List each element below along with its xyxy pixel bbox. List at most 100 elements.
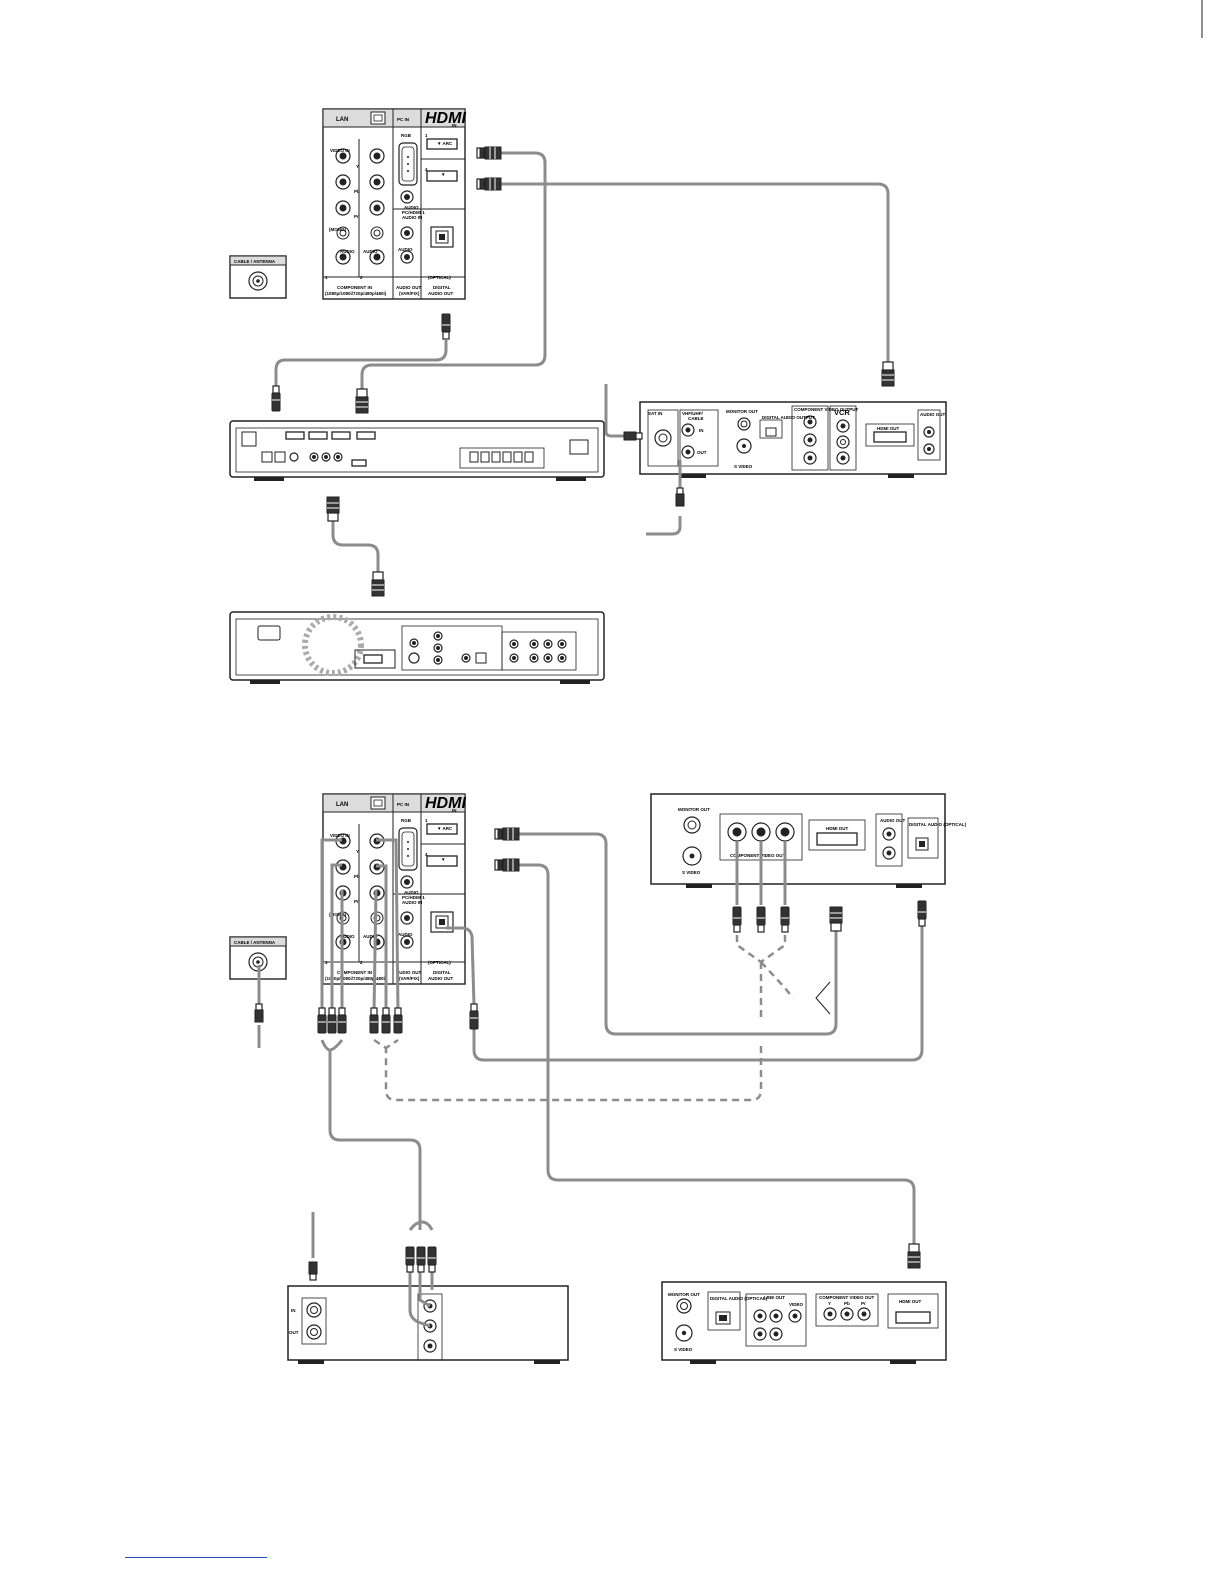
hdmi-in-label-b: IN <box>452 808 457 813</box>
y-label: Y <box>356 164 359 169</box>
tv-panel-top: LAN PC IN HDMI IN RGB ▼ ARC ▼ 1 4 VIDEO … <box>322 108 466 300</box>
cable-antenna-top: CABLE / ANTENNA <box>229 255 287 299</box>
pr-label: Pr <box>354 214 359 219</box>
sat-in-label: SAT IN <box>648 411 662 416</box>
audio-label-1: AUDIO <box>340 249 355 254</box>
audio-out-label: AUDIO OUT <box>396 285 422 290</box>
component-res-label-b: (1080p/1080i/720p/480p/480i) <box>325 976 387 981</box>
pr-label-b: Pr <box>354 899 359 904</box>
pb-label: Pb <box>354 189 360 194</box>
bottom-cables <box>257 832 924 1328</box>
audio-label-2: AUDIO <box>363 249 378 254</box>
src-audio-out-label: AUDIO OUT <box>880 818 906 823</box>
audio-out-l-label: AUDIO <box>398 247 413 252</box>
hdmi-logo: HDMI <box>425 110 466 127</box>
hdmi-out-label: HDMI OUT <box>877 426 899 431</box>
source-box: MONITOR OUT S VIDEO COMPONENT VIDEO OUT … <box>650 793 967 888</box>
component-in-label-b: COMPONENT IN <box>337 970 372 975</box>
plr-digital-label: DIGITAL AUDIO (OPTICAL) <box>710 1296 768 1301</box>
av-receiver <box>229 420 605 481</box>
audio-label-1-b: AUDIO <box>340 934 355 939</box>
video-in-label-b: VIDEO IN <box>330 833 350 838</box>
optical-label-b: (OPTICAL) <box>428 960 451 965</box>
plr-y-label: Y <box>828 1301 831 1306</box>
monitor-out-label: MONITOR OUT <box>726 409 758 414</box>
y-label-b: Y <box>356 849 359 854</box>
arc-label: ▼ ARC <box>437 141 453 146</box>
comp-2-label: 2 <box>360 275 363 280</box>
tv-panel-bottom: LAN PC IN HDMI IN RGB ▼ ARC ▼ 1 4 VIDEO … <box>322 793 466 985</box>
component-res-label: (1080p/1080i/720p/480p/480i) <box>325 291 387 296</box>
pc-hdmi-label-b: PC/HDMI 1 <box>402 895 425 900</box>
vcr-out-label: OUT <box>289 1330 299 1335</box>
audio-out-label-b: AUDIO OUT <box>396 970 422 975</box>
s-video-label: S VIDEO <box>734 464 753 469</box>
component-in-label: COMPONENT IN <box>337 285 372 290</box>
footer-rule <box>125 1557 267 1558</box>
bottom-plugs <box>254 827 927 1281</box>
top-cables <box>274 151 890 578</box>
audio-in-label-b: AUDIO IN <box>402 900 422 905</box>
vcr-in-label: IN <box>291 1308 296 1313</box>
plr-monitor-out-label: MONITOR OUT <box>668 1292 700 1297</box>
digital-audio-out-label: AUDIO OUT <box>428 291 454 296</box>
hdmi-logo-b: HDMI <box>425 795 466 812</box>
lan-label-b: LAN <box>336 802 348 808</box>
vcr-box: IN OUT <box>287 1285 569 1364</box>
vcr-label: VCR <box>834 408 850 417</box>
hdmi4-arrow: ▼ <box>441 172 445 177</box>
rgb-label: RGB <box>401 133 412 138</box>
var-fix-label: (VAR/FIX) <box>399 291 420 296</box>
satellite-box: SAT IN VHF/UHF/ CABLE IN OUT MONITOR OUT… <box>639 401 947 478</box>
src-digital-label: DIGITAL AUDIO (OPTICAL) <box>909 822 967 827</box>
pc-in-label: PC IN <box>397 117 409 122</box>
comp-2-label-b: 2 <box>360 960 363 965</box>
hdmi-port-1-label-b: 1 <box>425 818 428 823</box>
component-video-output-label: COMPONENT VIDEO OUTPUT <box>794 407 859 412</box>
video-in-label: VIDEO IN <box>330 148 350 153</box>
comp-1-label-b: 1 <box>325 960 328 965</box>
mono-label-b: (MONO) <box>329 912 346 917</box>
src-component-label: COMPONENT VIDEO OUT <box>730 853 786 858</box>
audio-out-label: AUDIO OUT <box>920 412 946 417</box>
top-plugs <box>271 146 895 597</box>
player-box: MONITOR OUT S VIDEO DIGITAL AUDIO (OPTIC… <box>661 1281 947 1364</box>
hdmi-port-1-label: 1 <box>425 133 428 138</box>
digital-label: DIGITAL <box>433 285 451 290</box>
hdmi4-arrow-b: ▼ <box>441 857 445 862</box>
sat-out-port-label: OUT <box>697 450 707 455</box>
audio-pc-label: AUDIO <box>404 205 419 210</box>
hdmi-port-4-label: 4 <box>425 167 428 172</box>
hdmi-in-label: IN <box>452 123 457 128</box>
sat-in-port-label: IN <box>699 428 704 433</box>
audio-label-2-b: AUDIO <box>363 934 378 939</box>
plr-component-label: COMPONENT VIDEO OUT <box>819 1295 875 1300</box>
cable-antenna-label: CABLE / ANTENNA <box>234 259 276 264</box>
digital-audio-label: DIGITAL AUDIO OUTPUT <box>762 415 815 420</box>
optical-label: (OPTICAL) <box>428 275 451 280</box>
var-fix-label-b: (VAR/FIX) <box>399 976 420 981</box>
pb-label-b: Pb <box>354 874 360 879</box>
hdmi-port-4-label-b: 4 <box>425 852 428 857</box>
cable-antenna-label-b: CABLE / ANTENNA <box>234 940 276 945</box>
plr-video-label: VIDEO <box>789 1302 804 1307</box>
digital-audio-out-label-b: AUDIO OUT <box>428 976 454 981</box>
plr-hdmi-out-label: HDMI OUT <box>899 1299 921 1304</box>
plr-pb-label: Pb <box>844 1301 850 1306</box>
plr-s-video-label: S VIDEO <box>674 1347 693 1352</box>
vhf-uhf-label: VHF/UHF/ <box>682 411 703 416</box>
cable-label: CABLE <box>688 416 704 421</box>
audio-out-l-label-b: AUDIO <box>398 932 413 937</box>
plr-pr-label: Pr <box>861 1301 866 1306</box>
src-s-video-label: S VIDEO <box>682 870 701 875</box>
src-monitor-out-label: MONITOR OUT <box>678 807 710 812</box>
src-hdmi-out-label: HDMI OUT <box>826 826 848 831</box>
comp-1-label: 1 <box>325 275 328 280</box>
cable-antenna-bottom: CABLE / ANTENNA <box>229 936 287 980</box>
pc-hdmi-label: PC/HDMI 1 <box>402 210 425 215</box>
digital-label-b: DIGITAL <box>433 970 451 975</box>
arc-label-b: ▼ ARC <box>437 826 453 831</box>
lan-label: LAN <box>336 117 348 123</box>
media-player-top <box>229 611 605 684</box>
